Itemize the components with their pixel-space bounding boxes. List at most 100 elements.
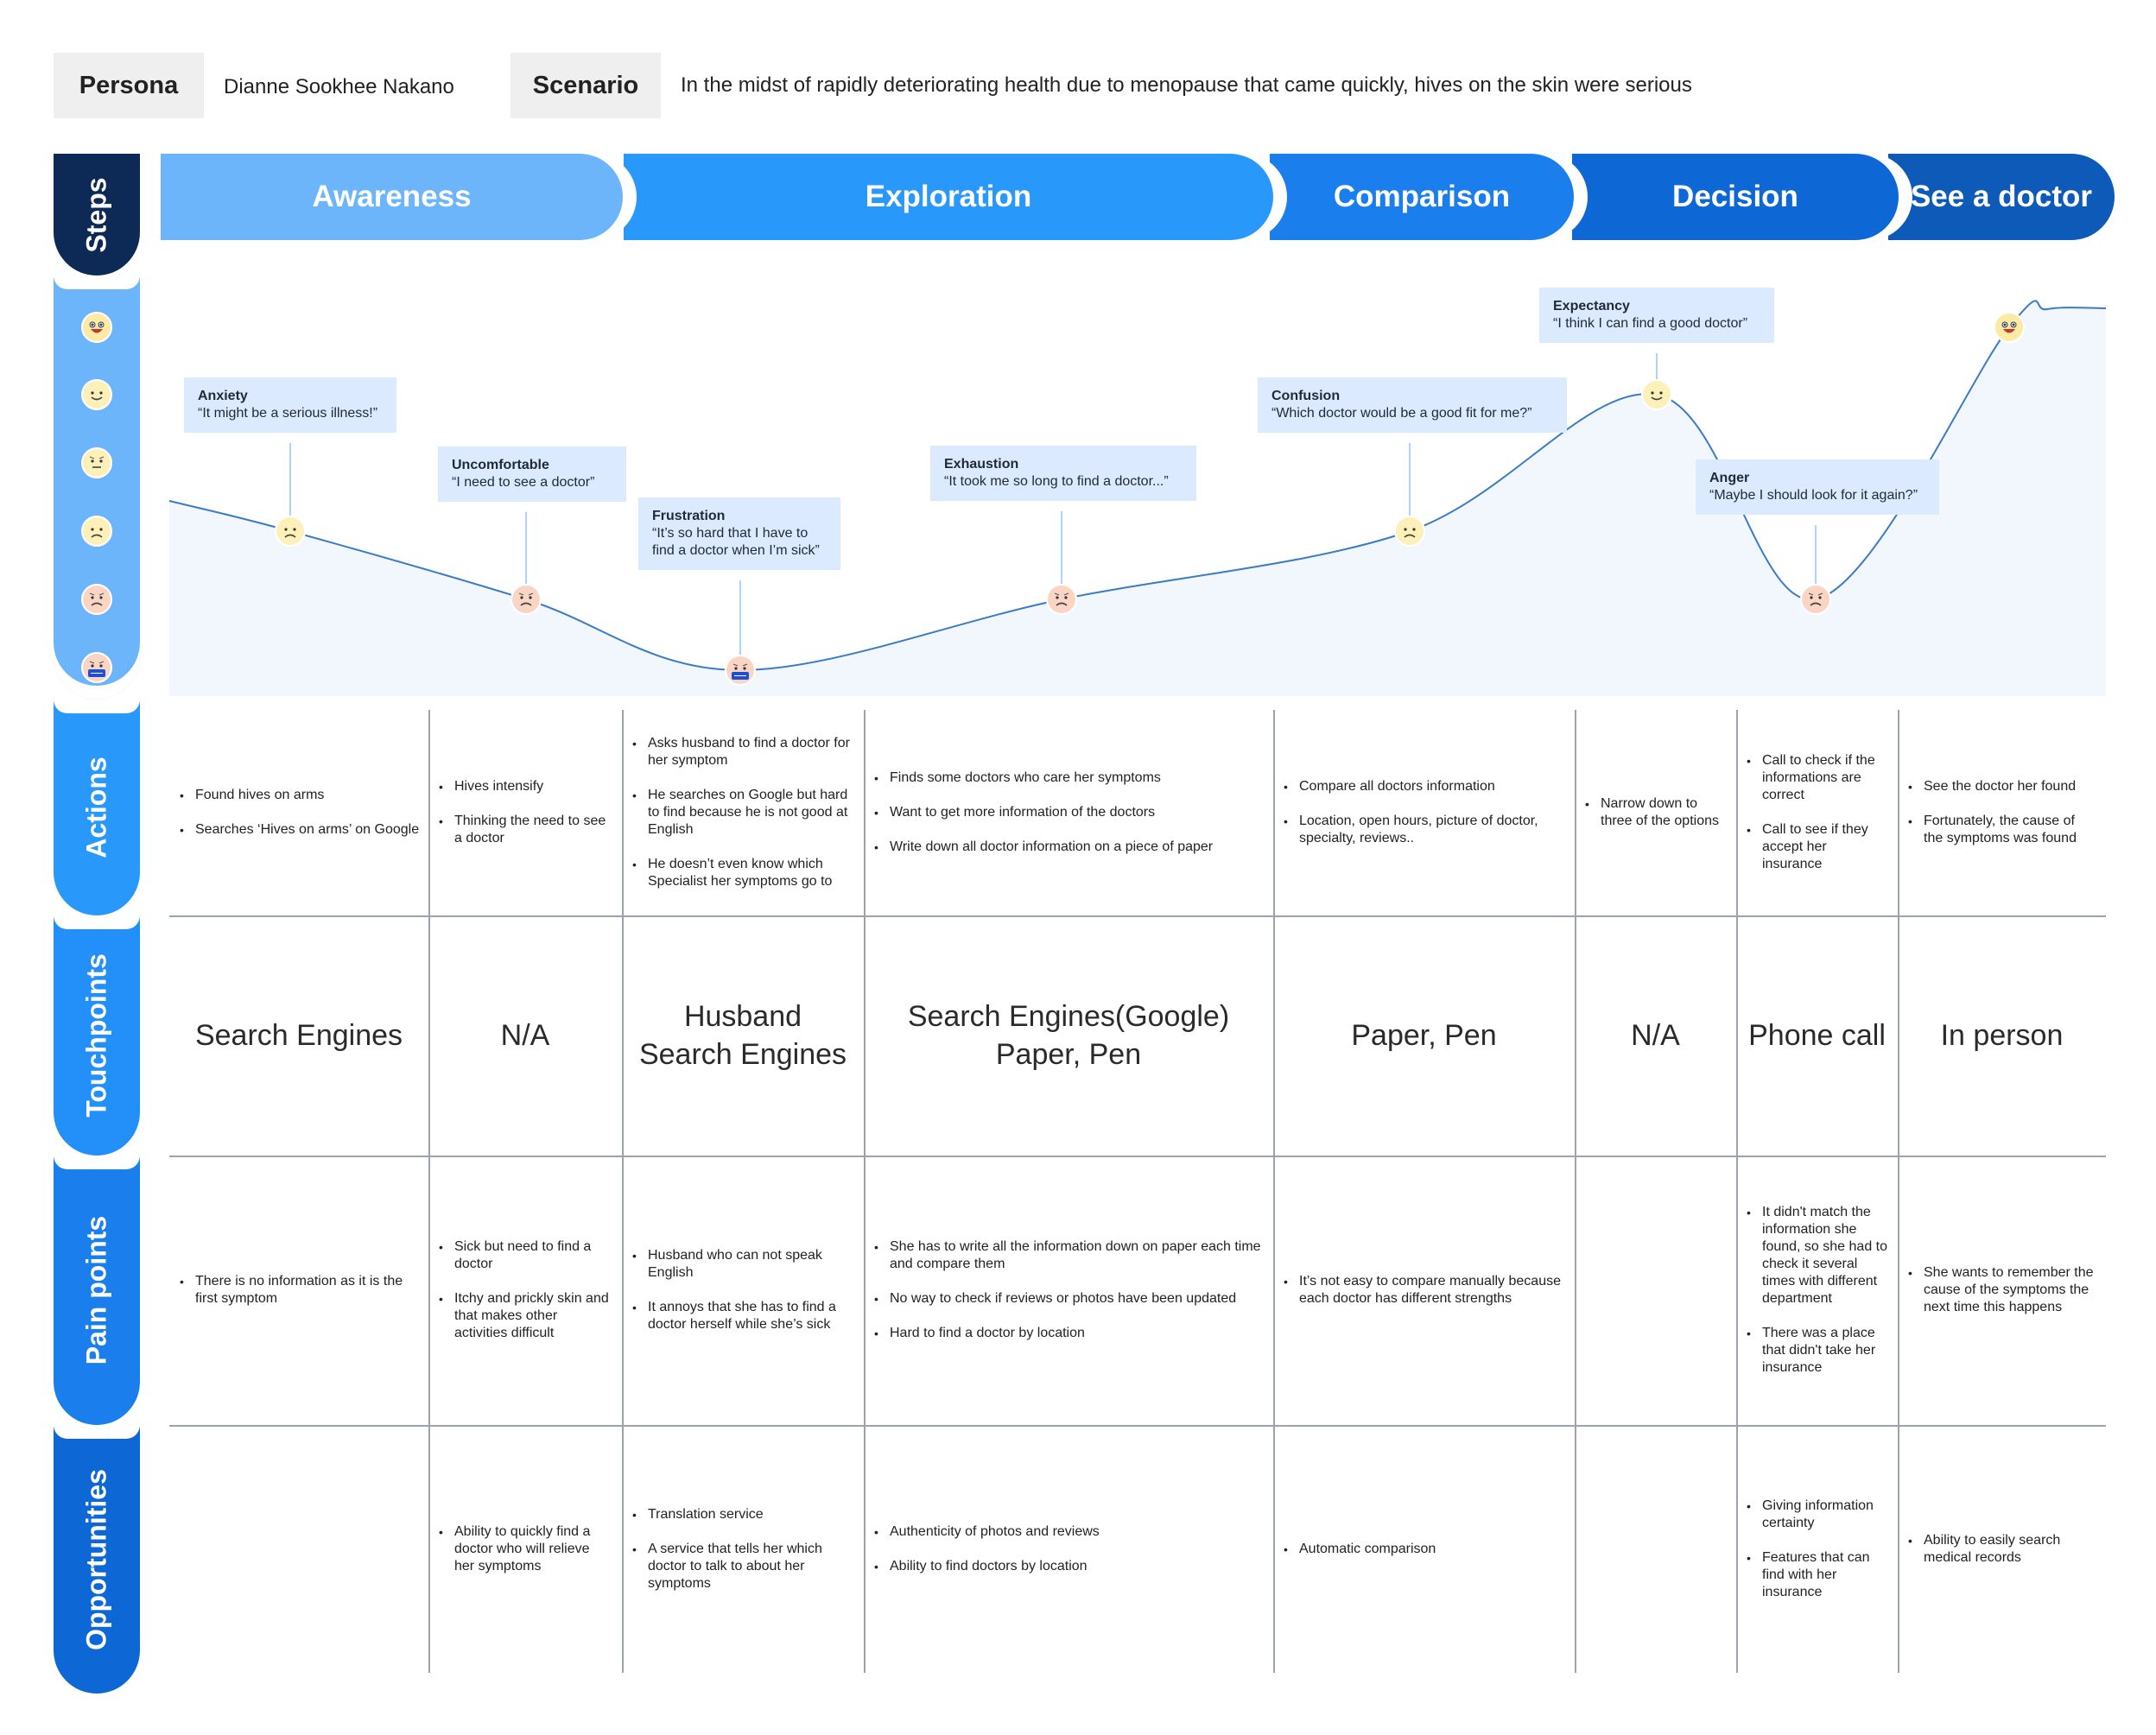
opportunity-cell: Authenticity of photos and reviewsAbilit… <box>874 1425 1265 1673</box>
rail-opportunities: Opportunities <box>54 1425 140 1694</box>
action-item: Narrow down to three of the options <box>1585 795 1728 830</box>
opportunity-cell: Ability to easily search medical records <box>1908 1425 2097 1673</box>
pain-point-cell: Sick but need to find a doctorItchy and … <box>439 1156 613 1425</box>
callout-title: Anger <box>1709 471 1750 485</box>
touchpoint-cell: Phone call <box>1748 1019 1886 1052</box>
opportunity-cell: Ability to quickly find a doctor who wil… <box>439 1425 613 1673</box>
slightly-sad-face-icon <box>274 515 307 548</box>
callout-frustration: Frustration “It’s so hard that I have to… <box>638 497 840 570</box>
pain-point-item: It didn't match the information she foun… <box>1747 1204 1889 1308</box>
sad-face-icon <box>1045 583 1078 616</box>
happy-face-icon <box>1640 378 1673 411</box>
pain-point-item: It annoys that she has to find a doctor … <box>632 1299 855 1333</box>
pain-point-item: She has to write all the information dow… <box>874 1238 1265 1273</box>
touchpoint-cell: Paper, Pen <box>1351 1019 1497 1052</box>
callout-quote: “I think I can find a good doctor” <box>1553 316 1748 331</box>
action-item: Want to get more information of the doct… <box>874 804 1213 821</box>
column-divider <box>1736 710 1738 1673</box>
action-item: He doesn’t even know which Specialist he… <box>632 856 855 890</box>
callout-anxiety: Anxiety “It might be a serious illness!” <box>184 377 396 433</box>
touchpoint-cell: N/A <box>1631 1019 1680 1052</box>
step-decision: Decision <box>1572 154 1899 240</box>
pain-point-cell: Husband who can not speak EnglishIt anno… <box>632 1156 855 1425</box>
action-cell: Hives intensifyThinking the need to see … <box>439 710 613 915</box>
touchpoint-cell: Husband Search Engines <box>638 1000 847 1071</box>
persona-label: Persona <box>54 53 204 118</box>
column-divider <box>622 710 624 1673</box>
opportunity-item: Giving information certainty <box>1747 1498 1889 1532</box>
rail-steps: Steps <box>54 154 140 275</box>
rail-emotions <box>54 275 140 700</box>
action-item: Write down all doctor information on a p… <box>874 839 1213 856</box>
persona-value: Dianne Sookhee Nakano <box>224 75 454 98</box>
opportunity-item: Ability to easily search medical records <box>1908 1532 2097 1567</box>
scenario-value: In the midst of rapidly deteriorating he… <box>681 73 1692 97</box>
sad-face-icon <box>510 583 542 616</box>
opportunity-item: Authenticity of photos and reviews <box>874 1523 1100 1541</box>
scenario-label: Scenario <box>510 53 661 118</box>
action-cell: Call to check if the informations are co… <box>1747 710 1889 915</box>
action-item: Hives intensify <box>439 778 613 795</box>
callout-quote: “It took me so long to find a doctor...” <box>944 474 1169 489</box>
callout-quote: “Maybe I should look for it again?” <box>1709 488 1918 503</box>
touchpoint-cell: Search Engines <box>194 1019 403 1052</box>
opportunity-cell: Translation serviceA service that tells … <box>632 1425 855 1673</box>
callout-title: Exhaustion <box>944 457 1019 472</box>
sad-face-icon <box>80 583 113 616</box>
touchpoint-cell: N/A <box>500 1019 550 1052</box>
action-item: Location, open hours, picture of doctor,… <box>1284 813 1566 847</box>
row-divider <box>169 1425 2106 1427</box>
touchpoint-cell: In person <box>1940 1019 2064 1052</box>
crying-face-icon <box>724 654 757 687</box>
opportunity-item: Ability to quickly find a doctor who wil… <box>439 1523 613 1575</box>
callout-connectors <box>289 353 1817 655</box>
callout-quote: “It’s so hard that I have to find a doct… <box>652 526 820 558</box>
emotion-curve-line <box>168 300 2107 672</box>
callout-quote: “Which doctor would be a good fit for me… <box>1271 406 1532 421</box>
callout-expectancy: Expectancy “I think I can find a good do… <box>1539 288 1774 343</box>
pain-point-item: Sick but need to find a doctor <box>439 1238 613 1273</box>
pain-point-cell: She has to write all the information dow… <box>874 1156 1265 1425</box>
pain-point-item: There is no information as it is the fir… <box>180 1273 420 1308</box>
callout-quote: “I need to see a doctor” <box>452 475 595 490</box>
callout-confusion: Confusion “Which doctor would be a good … <box>1258 377 1567 433</box>
action-cell: Finds some doctors who care her symptoms… <box>874 710 1265 915</box>
callout-title: Uncomfortable <box>452 458 549 472</box>
opportunity-item: Features that can find with her insuranc… <box>1747 1549 1889 1601</box>
column-divider <box>1273 710 1275 1673</box>
step-see-a-doctor: See a doctor <box>1888 154 2115 240</box>
step-exploration: Exploration <box>624 154 1273 240</box>
action-item: Thinking the need to see a doctor <box>439 813 613 847</box>
step-comparison: Comparison <box>1270 154 1574 240</box>
action-item: Finds some doctors who care her symptoms <box>874 769 1213 787</box>
row-divider <box>169 915 2106 917</box>
action-item: Searches ‘Hives on arms’ on Google <box>180 821 419 839</box>
action-cell: Compare all doctors informationLocation,… <box>1284 710 1566 915</box>
opportunity-cell <box>1585 1425 1728 1673</box>
pain-point-item: She wants to remember the cause of the s… <box>1908 1264 2097 1316</box>
callout-quote: “It might be a serious illness!” <box>198 406 378 421</box>
pain-point-cell <box>1585 1156 1728 1425</box>
callout-title: Frustration <box>652 509 726 523</box>
action-cell: Found hives on armsSearches ‘Hives on ar… <box>180 710 420 915</box>
step-awareness: Awareness <box>161 154 623 240</box>
slightly-sad-face-icon <box>1393 515 1426 548</box>
action-item: Call to see if they accept her insurance <box>1747 821 1889 873</box>
action-cell: See the doctor her foundFortunately, the… <box>1908 710 2097 915</box>
column-divider <box>1575 710 1576 1673</box>
column-divider <box>1898 710 1899 1673</box>
pain-point-cell: It’s not easy to compare manually becaus… <box>1284 1156 1566 1425</box>
opportunity-cell: Automatic comparison <box>1284 1425 1566 1673</box>
slightly-sad-face-icon <box>80 515 113 548</box>
pain-point-item: Itchy and prickly skin and that makes ot… <box>439 1290 613 1342</box>
action-item: Call to check if the informations are co… <box>1747 752 1889 804</box>
action-cell: Asks husband to find a doctor for her sy… <box>632 710 855 915</box>
pain-point-item: It’s not easy to compare manually becaus… <box>1284 1273 1566 1308</box>
opportunity-item: Ability to find doctors by location <box>874 1558 1100 1575</box>
column-divider <box>428 710 430 1673</box>
opportunity-item: A service that tells her which doctor to… <box>632 1541 855 1593</box>
opportunity-cell: Giving information certaintyFeatures tha… <box>1747 1425 1889 1673</box>
opportunity-cell <box>180 1425 420 1673</box>
action-item: Asks husband to find a doctor for her sy… <box>632 735 855 769</box>
